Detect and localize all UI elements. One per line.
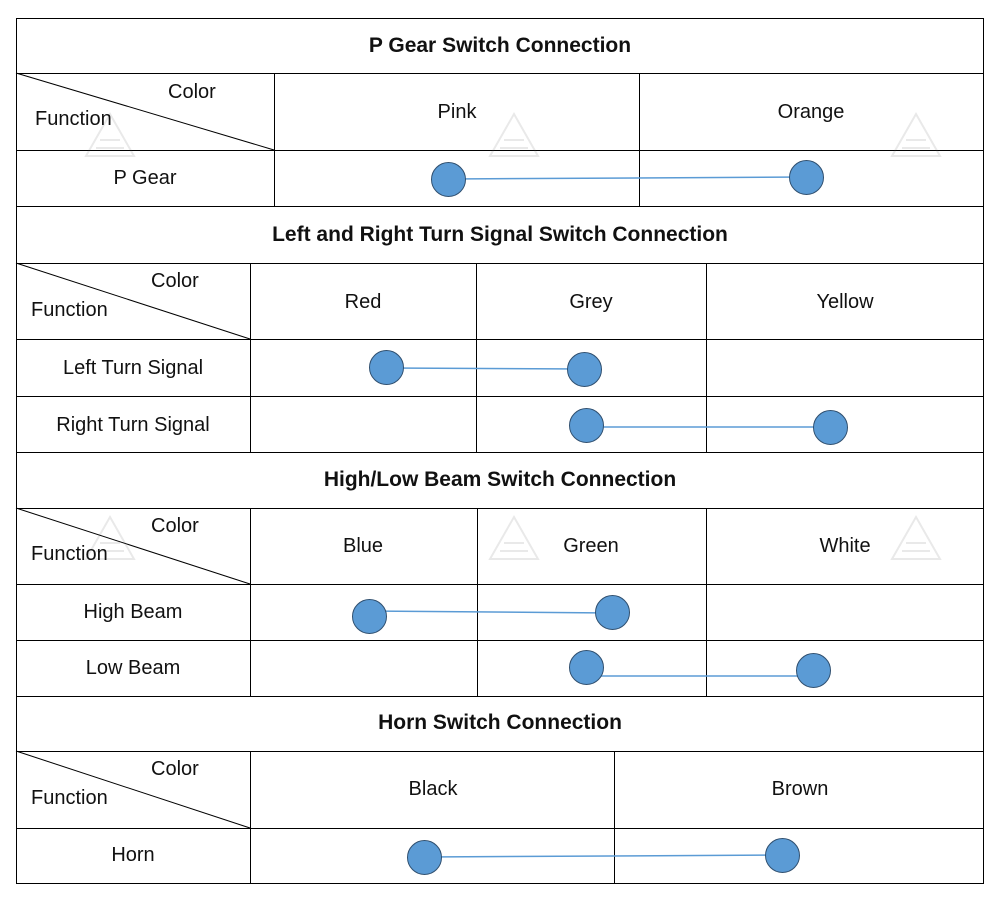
grid-line (16, 339, 984, 340)
function-row-label: Low Beam (85, 657, 181, 679)
connection-dot (595, 595, 630, 630)
grid-line (16, 396, 984, 397)
function-row-label: P Gear (113, 167, 177, 189)
watermark-logo-icon (890, 514, 942, 560)
wire-left-turn (386, 367, 585, 370)
color-column-header: Black (408, 778, 458, 800)
color-header-label: Color (151, 758, 199, 780)
watermark-logo-icon (84, 514, 136, 560)
grid-line (476, 263, 477, 452)
grid-line (250, 508, 251, 696)
grid-line (983, 18, 984, 884)
grid-line (16, 263, 984, 264)
function-header-label: Function (31, 299, 108, 321)
connection-dot (796, 653, 831, 688)
grid-line (706, 508, 707, 696)
wire-horn (423, 854, 784, 858)
grid-line (274, 73, 275, 206)
color-column-header: Yellow (816, 291, 874, 313)
grid-line (706, 263, 707, 452)
connection-dot (789, 160, 824, 195)
connection-dot (567, 352, 602, 387)
color-header-label: Color (151, 515, 199, 537)
section-title: P Gear Switch Connection (368, 34, 632, 57)
function-row-label: Right Turn Signal (56, 414, 210, 436)
grid-line (16, 508, 984, 509)
connection-dot (813, 410, 848, 445)
function-row-label: High Beam (83, 601, 183, 623)
grid-line (16, 828, 984, 829)
grid-line (16, 883, 984, 884)
color-column-header: Red (344, 291, 382, 313)
connection-dot (569, 650, 604, 685)
watermark-logo-icon (488, 111, 540, 157)
connection-dot (569, 408, 604, 443)
connection-dot (431, 162, 466, 197)
connection-dot (407, 840, 442, 875)
color-column-header: Green (563, 535, 619, 557)
grid-line (16, 18, 17, 884)
diagonal-line (15, 750, 251, 829)
grid-line (477, 508, 478, 696)
grid-line (16, 640, 984, 641)
connection-dot (352, 599, 387, 634)
grid-line (16, 751, 984, 752)
grid-line (250, 263, 251, 452)
watermark-logo-icon (890, 111, 942, 157)
section-title: Horn Switch Connection (378, 711, 622, 734)
grid-line (250, 751, 251, 883)
section-title: High/Low Beam Switch Connection (323, 468, 677, 491)
color-column-header: Blue (342, 535, 384, 557)
diagonal-line (15, 262, 251, 340)
function-header-label: Function (35, 108, 112, 130)
function-header-label: Function (31, 543, 108, 565)
diagonal-line (15, 507, 251, 585)
grid-line (16, 584, 984, 585)
color-column-header: Pink (437, 101, 477, 123)
grid-line (16, 206, 984, 207)
function-row-label: Left Turn Signal (62, 357, 204, 379)
color-column-header: Orange (777, 101, 845, 123)
grid-line (639, 73, 640, 206)
diagonal-line (15, 72, 275, 151)
color-column-header: Grey (569, 291, 613, 313)
color-column-header: Brown (771, 778, 829, 800)
color-column-header: White (819, 535, 871, 557)
watermark-logo-icon (488, 514, 540, 560)
wire-high-beam (369, 610, 613, 614)
watermark-logo-icon (84, 111, 136, 157)
connection-dot (765, 838, 800, 873)
grid-line (16, 150, 984, 151)
grid-line (16, 73, 984, 74)
grid-line (16, 18, 984, 19)
wire-pgear (448, 176, 807, 180)
connection-dot (369, 350, 404, 385)
function-row-label: Horn (111, 844, 155, 866)
section-title: Left and Right Turn Signal Switch Connec… (272, 223, 728, 246)
grid-line (16, 452, 984, 453)
grid-line (16, 696, 984, 697)
function-header-label: Function (31, 787, 108, 809)
color-header-label: Color (151, 270, 199, 292)
grid-line (614, 751, 615, 883)
color-header-label: Color (168, 81, 216, 103)
